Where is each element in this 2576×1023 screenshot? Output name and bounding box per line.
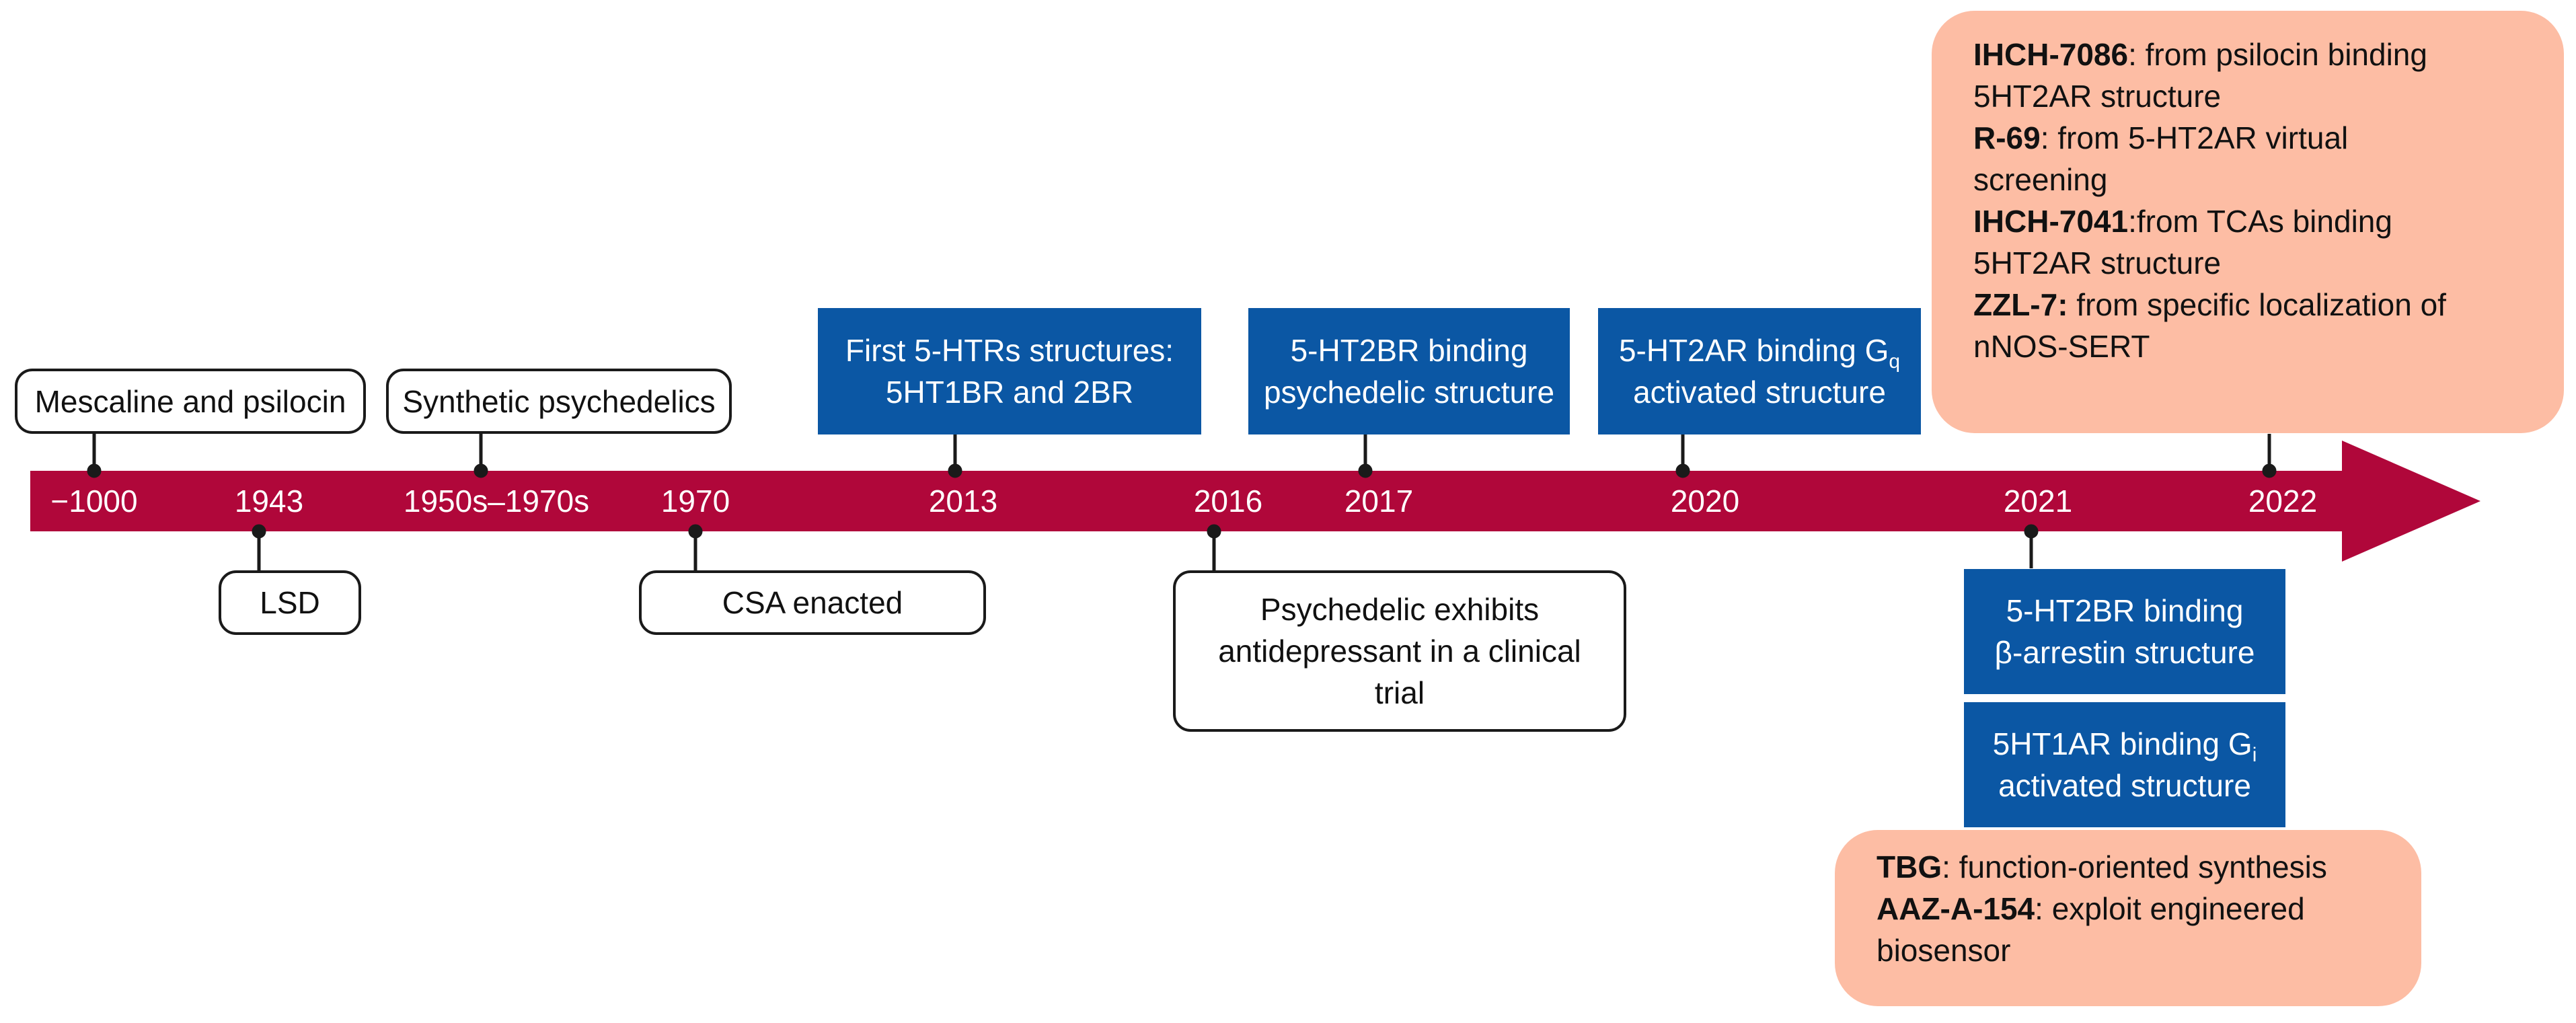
- event-first-5htrs-text: First 5-HTRs structures: 5HT1BR and 2BR: [845, 330, 1174, 413]
- connector-dot-2021: [2024, 524, 2039, 539]
- event-5ht2br-psychedelic-line-1: 5-HT2BR binding: [1290, 333, 1528, 368]
- compound-name: IHCH-7086: [1973, 37, 2129, 72]
- event-5ht2ar-gq-line-1: 5-HT2AR binding Gq: [1618, 330, 1901, 373]
- event-synthetic-label: Synthetic psychedelics: [402, 383, 716, 419]
- event-clinical-line-3: trial: [1374, 675, 1425, 710]
- compound-description: : from 5-HT2AR virtual: [2040, 120, 2349, 155]
- event-csa-enacted: CSA enacted: [639, 570, 986, 635]
- event-5ht2br-arrestin: 5-HT2BR binding β-arrestin structure: [1964, 569, 2285, 694]
- year-label: 2022: [2248, 484, 2318, 519]
- connector-dot-synthetic: [473, 463, 488, 478]
- compound-description: : function-oriented synthesis: [1942, 849, 2327, 884]
- compound-name: IHCH-7041: [1973, 204, 2129, 239]
- connector-dot-2022: [2262, 463, 2277, 478]
- event-5ht1ar-gi-line-1: 5HT1AR binding Gi: [1993, 723, 2257, 765]
- event-first-5htrs-line-2: 5HT1BR and 2BR: [885, 375, 1134, 410]
- event-5ht2ar-gq-line-2: activated structure: [1633, 375, 1886, 410]
- compound-description: from specific localization of: [2068, 287, 2446, 322]
- compound-name: R-69: [1973, 120, 2041, 155]
- compound-description: : from psilocin binding: [2128, 37, 2427, 72]
- compound-line: screening: [1973, 159, 2107, 200]
- event-5ht2ar-gq-subscript: q: [1889, 350, 1901, 373]
- event-5ht2br-psychedelic-line-2: psychedelic structure: [1263, 375, 1555, 410]
- year-label: 1970: [660, 484, 730, 519]
- year-label: 2021: [2003, 484, 2073, 519]
- compound-name: ZZL-7:: [1973, 287, 2068, 322]
- compounds-2022-box: IHCH-7086: from psilocin binding 5HT2AR s…: [1932, 11, 2564, 433]
- compound-line: AAZ-A-154: exploit engineered: [1877, 888, 2305, 930]
- connector-dot-csa: [688, 524, 703, 539]
- event-lsd-label: LSD: [260, 585, 320, 620]
- event-clinical-text: Psychedelic exhibits antidepressant in a…: [1218, 589, 1581, 714]
- event-first-5htrs-line-1: First 5-HTRs structures:: [845, 333, 1174, 368]
- compound-description: screening: [1973, 162, 2108, 197]
- compound-description: biosensor: [1877, 933, 2011, 968]
- connector-dot-lsd: [252, 524, 266, 539]
- timeline-arrow: [30, 441, 2480, 562]
- event-5ht2br-psychedelic-text: 5-HT2BR binding psychedelic structure: [1264, 330, 1554, 413]
- event-5ht2br-arrestin-line-2: β-arrestin structure: [1994, 635, 2255, 670]
- compound-line: IHCH-7086: from psilocin binding: [1973, 34, 2427, 75]
- event-5ht2br-arrestin-text: 5-HT2BR binding β-arrestin structure: [1995, 590, 2255, 673]
- compound-description: 5HT2AR structure: [1973, 79, 2222, 114]
- event-lsd: LSD: [219, 570, 361, 635]
- event-clinical-line-2: antidepressant in a clinical: [1218, 634, 1581, 669]
- event-first-5htrs-structures: First 5-HTRs structures: 5HT1BR and 2BR: [818, 308, 1201, 434]
- event-5ht2ar-gq-line-1-main: 5-HT2AR binding G: [1618, 333, 1889, 368]
- compound-description: 5HT2AR structure: [1973, 245, 2222, 280]
- compound-line: biosensor: [1877, 930, 2010, 971]
- connector-dot-2017: [1358, 463, 1373, 478]
- connector-dot-mescaline: [87, 463, 102, 478]
- year-label: −1000: [50, 484, 138, 519]
- event-5ht1ar-gi: 5HT1AR binding Gi activated structure: [1964, 702, 2285, 827]
- event-5ht2ar-gq: 5-HT2AR binding Gq activated structure: [1598, 308, 1921, 434]
- compound-line: TBG: function-oriented synthesis: [1877, 846, 2327, 888]
- compound-description: :from TCAs binding: [2128, 204, 2392, 239]
- event-5ht1ar-gi-line-2: activated structure: [1998, 768, 2251, 803]
- compound-line: ZZL-7: from specific localization of: [1973, 284, 2446, 326]
- connector-dot-2020: [1675, 463, 1690, 478]
- year-label: 1943: [234, 484, 304, 519]
- event-5ht2br-arrestin-line-1: 5-HT2BR binding: [2006, 593, 2244, 628]
- compound-name: TBG: [1877, 849, 1942, 884]
- connectors: [87, 434, 2277, 570]
- event-5ht2br-psychedelic: 5-HT2BR binding psychedelic structure: [1248, 308, 1570, 434]
- event-synthetic-psychedelics: Synthetic psychedelics: [386, 369, 732, 434]
- event-mescaline-label: Mescaline and psilocin: [34, 383, 346, 419]
- event-csa-label: CSA enacted: [722, 585, 903, 620]
- event-5ht1ar-gi-line-1-main: 5HT1AR binding G: [1992, 726, 2252, 761]
- compound-line: nNOS-SERT: [1973, 326, 2150, 367]
- year-label: 1950s–1970s: [403, 484, 590, 519]
- event-5ht1ar-gi-subscript: i: [2252, 744, 2257, 766]
- year-label: 2013: [928, 484, 998, 519]
- connector-dot-2016: [1207, 524, 1221, 539]
- event-5ht2ar-gq-text: 5-HT2AR binding Gq activated structure: [1619, 330, 1900, 413]
- year-label: 2017: [1344, 484, 1414, 519]
- compound-line: IHCH-7041:from TCAs binding: [1973, 200, 2392, 242]
- event-clinical-line-1: Psychedelic exhibits: [1260, 592, 1540, 627]
- compound-description: : exploit engineered: [2035, 891, 2305, 926]
- compound-line: 5HT2AR structure: [1973, 75, 2221, 117]
- compound-line: R-69: from 5-HT2AR virtual: [1973, 117, 2348, 159]
- connector-dot-2013: [948, 463, 962, 478]
- compound-line: 5HT2AR structure: [1973, 242, 2221, 284]
- compound-description: nNOS-SERT: [1973, 329, 2150, 364]
- compound-name: AAZ-A-154: [1877, 891, 2035, 926]
- event-mescaline-psilocin: Mescaline and psilocin: [15, 369, 366, 434]
- event-clinical-trial: Psychedelic exhibits antidepressant in a…: [1173, 570, 1626, 732]
- event-5ht1ar-gi-text: 5HT1AR binding Gi activated structure: [1993, 723, 2257, 806]
- year-label: 2016: [1193, 484, 1263, 519]
- year-label: 2020: [1670, 484, 1740, 519]
